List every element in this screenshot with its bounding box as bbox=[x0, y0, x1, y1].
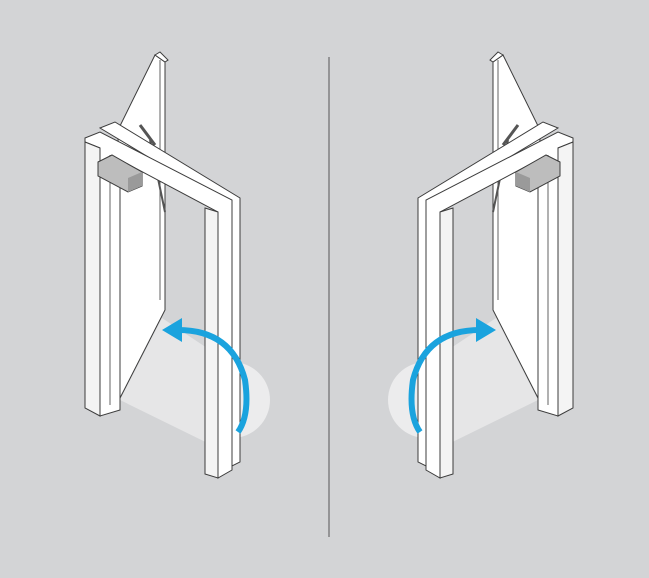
right-door-figure bbox=[388, 52, 573, 478]
left-door-figure bbox=[85, 52, 270, 478]
